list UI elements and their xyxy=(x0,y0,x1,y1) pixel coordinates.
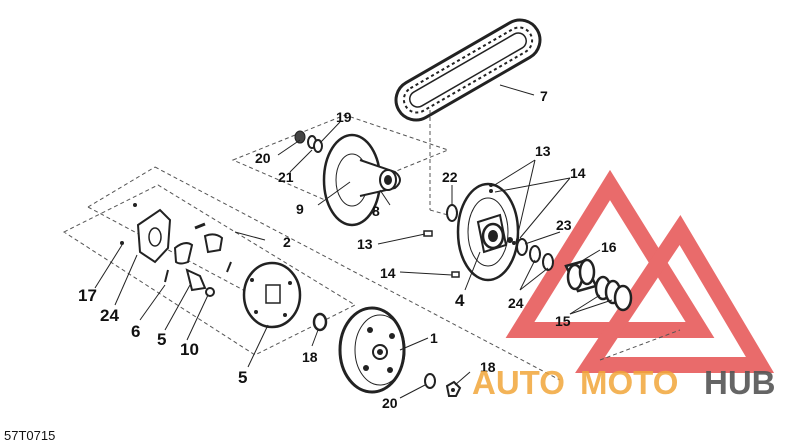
label-26: 24 xyxy=(100,306,119,325)
clutch-shoes xyxy=(164,222,232,297)
label-23: 21 xyxy=(278,169,294,185)
clutch-bell xyxy=(338,306,406,394)
label-7: 6 xyxy=(131,322,140,341)
label-13-b: 13 xyxy=(357,236,373,252)
label-five: 5 xyxy=(238,368,247,387)
label-8: 10 xyxy=(180,340,199,359)
label-10: 8 xyxy=(372,203,380,219)
nut-18 xyxy=(445,380,462,397)
label-17: 17 xyxy=(78,286,97,305)
label-25: 24 xyxy=(508,295,524,311)
bushing-set xyxy=(294,130,323,153)
washers xyxy=(446,204,554,271)
label-16: 16 xyxy=(601,239,617,255)
label-1: 1 xyxy=(430,330,438,346)
label-19: 18 xyxy=(302,349,318,365)
movable-drive-face xyxy=(322,133,401,227)
label-6: 5 xyxy=(157,330,166,349)
label-24-a: 22 xyxy=(442,169,458,185)
label-9: 7 xyxy=(540,88,548,104)
clutch-carrier xyxy=(242,261,302,329)
label-4: 4 xyxy=(455,291,465,310)
drawing-code: 57T0715 xyxy=(4,428,56,443)
label-eighteen: 18 xyxy=(480,359,496,375)
label-15: 15 xyxy=(555,313,571,329)
drive-belt xyxy=(394,18,542,122)
label-14-a: 14 xyxy=(570,165,586,181)
watermark-auto: AUTO xyxy=(472,364,565,401)
label-13-a: 13 xyxy=(535,143,551,159)
watermark-text: AUTO MOTO HUB xyxy=(472,364,776,401)
label-11: 9 xyxy=(296,201,304,217)
label-21: 19 xyxy=(336,109,352,125)
bolts-left xyxy=(423,230,460,278)
label-14-b: 14 xyxy=(380,265,396,281)
label-twenty: 20 xyxy=(382,395,398,411)
washer-20 xyxy=(424,373,436,389)
watermark-hub: HUB xyxy=(704,364,776,401)
watermark-moto: MOTO xyxy=(580,364,678,401)
fixed-drive-face xyxy=(456,182,520,282)
nut-19 xyxy=(312,312,328,332)
label-22: 20 xyxy=(255,150,271,166)
bolts-right xyxy=(489,183,516,245)
label-24-b: 23 xyxy=(556,217,572,233)
label-2: 2 xyxy=(283,234,291,250)
watermark-logo xyxy=(505,169,775,373)
leader-lines xyxy=(94,84,613,399)
one-way-clutch xyxy=(564,258,633,312)
clutch-backing-plate xyxy=(120,203,172,264)
part-labels: 7 19 20 21 9 8 22 13 14 13 14 4 23 16 24… xyxy=(78,88,617,411)
